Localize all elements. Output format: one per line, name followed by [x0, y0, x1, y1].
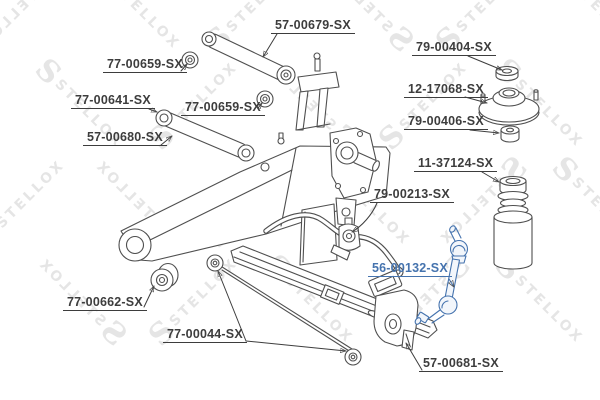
- knuckle-hub-drawing: [299, 127, 380, 266]
- part-label-77-00659-sx-a: 77-00659-SX: [103, 57, 187, 74]
- part-label-57-00680-sx: 57-00680-SX: [83, 130, 167, 147]
- stabilizer-bar-drawing: [263, 212, 404, 278]
- dust-boot-drawing: [493, 175, 533, 270]
- strut-mount-washer-drawing: [495, 65, 519, 82]
- strut-fork-drawing: [295, 52, 340, 131]
- arm-bushing-drawing-b: [256, 90, 274, 108]
- trailing-arm-bushing-drawing: [150, 262, 179, 292]
- strut-nut-drawing: [500, 125, 520, 143]
- trailing-arm-drawing: [118, 132, 391, 262]
- part-label-77-00641-sx: 77-00641-SX: [71, 93, 155, 110]
- part-label-79-00404-sx: 79-00404-SX: [412, 40, 496, 57]
- part-label-79-00406-sx: 79-00406-SX: [404, 114, 488, 131]
- part-label-12-17068-sx: 12-17068-SX: [404, 82, 488, 99]
- part-label-11-37124-sx: 11-37124-SX: [414, 156, 498, 173]
- part-label-57-00681-sx: 57-00681-SX: [419, 356, 503, 373]
- part-label-79-00213-sx: 79-00213-SX: [370, 187, 454, 204]
- upper-arm-rear-drawing: [155, 109, 255, 162]
- leader-lines: [143, 33, 503, 371]
- part-label-56-00132-sx[interactable]: 56-00132-SX: [368, 261, 452, 278]
- upper-arm-front-drawing: [201, 31, 296, 85]
- arm-end-bracket-drawing: [368, 269, 419, 351]
- part-label-57-00679-sx: 57-00679-SX: [271, 18, 355, 35]
- part-label-77-00662-sx: 77-00662-SX: [63, 295, 147, 312]
- strut-mount-drawing: [478, 87, 540, 126]
- stabilizer-link-drawing[interactable]: [414, 225, 469, 326]
- part-label-77-00044-sx: 77-00044-SX: [163, 327, 247, 344]
- part-label-77-00659-sx-b: 77-00659-SX: [181, 100, 265, 117]
